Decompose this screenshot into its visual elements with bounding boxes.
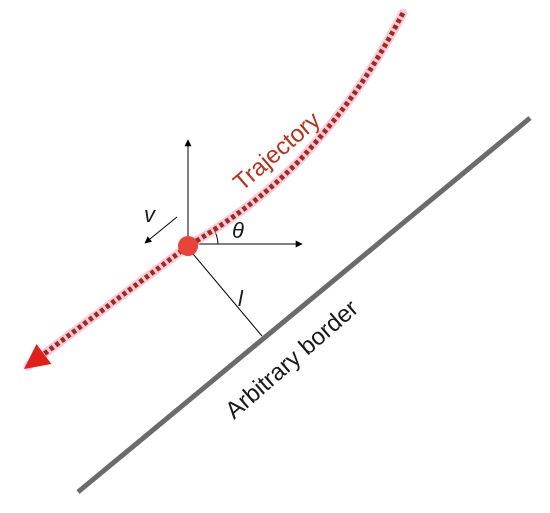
border-line: [76, 116, 532, 494]
distance-line: [187, 247, 263, 337]
velocity-label: v: [144, 202, 157, 227]
distance-label: l: [238, 286, 244, 311]
velocity-arrow: [144, 216, 178, 244]
angle-label: θ: [232, 218, 244, 243]
trajectory-path: [24, 11, 406, 369]
particle-dot: [178, 236, 198, 256]
